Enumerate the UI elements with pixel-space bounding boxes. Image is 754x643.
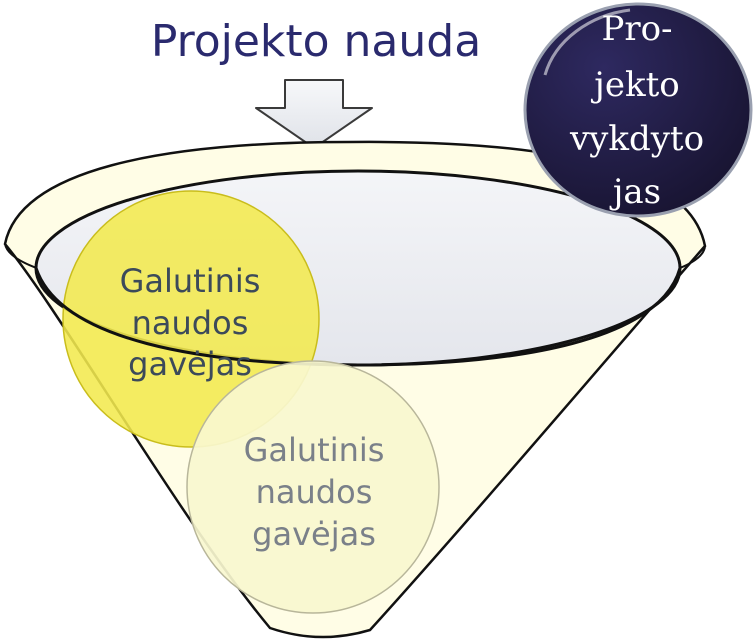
executor-circle (523, 2, 753, 218)
beneficiary-secondary-line: naudos (256, 473, 373, 511)
executor-line: jas (609, 172, 661, 212)
beneficiary-secondary-line: gavėjas (252, 515, 376, 553)
beneficiary-primary-line: gavėjas (128, 345, 252, 383)
executor-label: Pro- jekto vykdyto jas (569, 9, 704, 212)
beneficiary-primary-label: Galutinis naudos gavėjas (120, 262, 261, 383)
beneficiary-circle-secondary (186, 360, 440, 614)
executor-line: vykdyto (569, 119, 704, 159)
beneficiary-secondary-line: Galutinis (244, 431, 385, 469)
beneficiary-primary-line: naudos (132, 304, 249, 342)
executor-line: Pro- (601, 9, 672, 49)
executor-circle-highlight (543, 8, 631, 76)
beneficiary-secondary-label: Galutinis naudos gavėjas (244, 431, 385, 553)
executor-line: jekto (590, 65, 679, 105)
funnel-opening-front-rim (34, 267, 682, 367)
beneficiary-primary-line: Galutinis (120, 262, 261, 300)
diagram-title: Projekto nauda (151, 16, 481, 67)
down-arrow-icon (255, 79, 373, 149)
